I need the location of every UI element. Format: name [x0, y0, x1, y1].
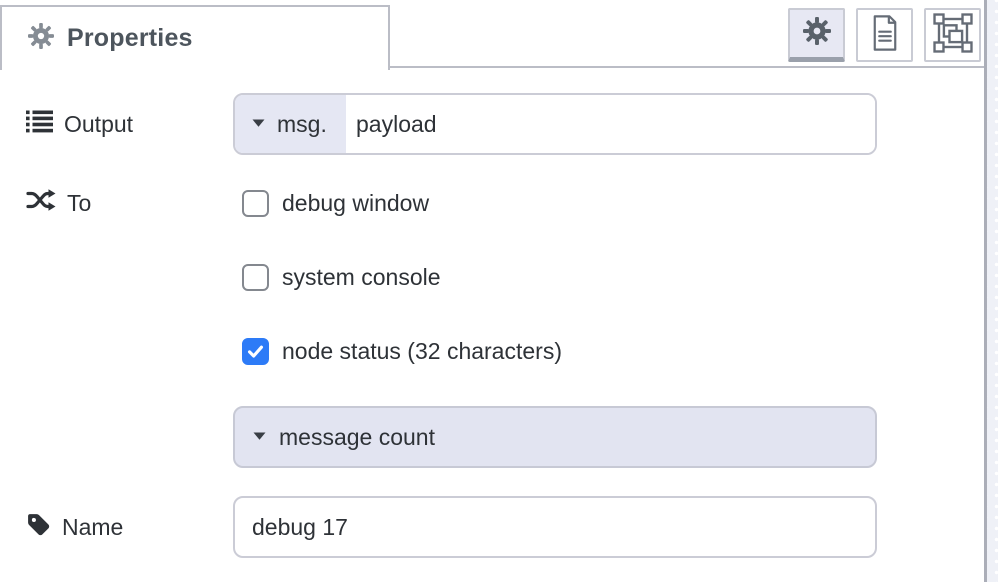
to-label: To: [26, 189, 91, 217]
appearance-tab-button[interactable]: [924, 8, 981, 62]
debug-window-checkbox[interactable]: [242, 189, 269, 217]
system-console-row: system console: [242, 263, 441, 291]
tab-properties[interactable]: Properties: [0, 5, 390, 70]
output-property-input[interactable]: [346, 95, 875, 153]
name-label-text: Name: [62, 513, 124, 540]
output-label-text: Output: [64, 110, 134, 137]
shuffle-icon: [26, 188, 56, 218]
debug-window-label: debug window: [282, 189, 430, 216]
chevron-down-icon: [251, 115, 266, 133]
gear-icon: [802, 17, 831, 50]
output-label: Output: [26, 93, 133, 155]
debug-window-row: debug window: [242, 189, 429, 217]
chevron-down-icon: [252, 428, 267, 446]
name-input[interactable]: [233, 496, 877, 558]
list-icon: [26, 110, 53, 139]
dialog-toolbar: [788, 8, 981, 62]
status-type-value: message count: [279, 423, 435, 450]
name-label: Name: [26, 496, 123, 558]
document-icon: [869, 14, 901, 57]
status-type-select[interactable]: message count: [233, 406, 877, 468]
tab-properties-label: Properties: [67, 24, 193, 52]
node-status-label: node status (32 characters): [282, 337, 562, 364]
appearance-icon: [932, 12, 974, 59]
node-status-checkbox[interactable]: [242, 337, 269, 365]
to-label-text: To: [67, 189, 92, 216]
description-tab-button[interactable]: [856, 8, 913, 62]
msg-type-select-button[interactable]: msg.: [235, 95, 346, 153]
tag-icon: [26, 512, 51, 543]
output-typed-input: msg.: [233, 93, 877, 155]
workspace-grid-strip: [987, 0, 998, 582]
msg-type-label: msg.: [277, 110, 327, 137]
panel-right-border: [984, 0, 987, 582]
tab-bar: Properties: [0, 5, 986, 70]
system-console-label: system console: [282, 263, 441, 290]
gear-icon: [28, 23, 54, 54]
properties-tab-button[interactable]: [788, 8, 845, 62]
node-status-row: node status (32 characters): [242, 337, 562, 365]
system-console-checkbox[interactable]: [242, 263, 269, 291]
